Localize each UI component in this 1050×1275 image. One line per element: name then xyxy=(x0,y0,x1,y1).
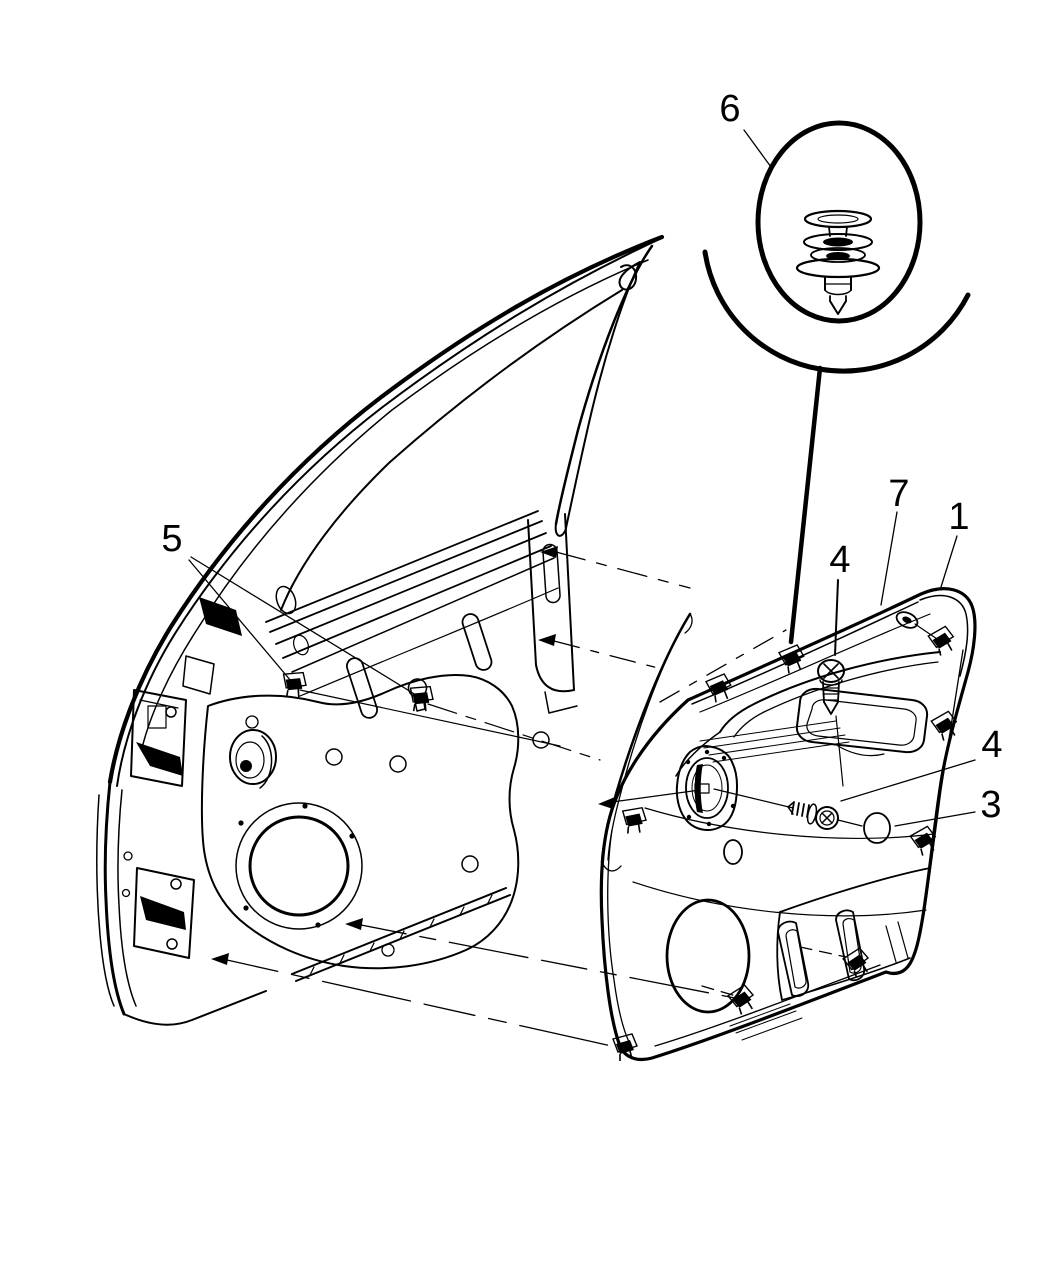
arrowhead xyxy=(540,546,558,558)
door-handle-bezel xyxy=(675,745,738,831)
panel-clip xyxy=(620,805,648,836)
door-panel-holes xyxy=(245,613,550,957)
door-hinge-upper xyxy=(130,689,187,787)
door-speaker-opening xyxy=(235,802,363,930)
leader-line-5b xyxy=(190,556,417,696)
arrowhead xyxy=(345,918,363,930)
arrowhead xyxy=(211,953,229,965)
window-frame xyxy=(107,234,665,787)
mirror-flag-reinforcement xyxy=(182,585,310,695)
small-hole xyxy=(723,839,743,865)
callout-6: 6 xyxy=(719,88,740,130)
leader-line-5a xyxy=(188,559,292,682)
detail-circle xyxy=(755,120,923,324)
leader-line-3 xyxy=(894,811,976,827)
door-hinge-lower xyxy=(133,867,195,959)
door-trim-panel-drawing xyxy=(599,587,977,1062)
callout-4-upper: 4 xyxy=(829,539,850,581)
screw-upper xyxy=(817,659,845,715)
push-pin-retainer-detail xyxy=(795,209,881,315)
panel-speaker-circle xyxy=(665,898,751,1014)
door-shell-drawing xyxy=(96,234,665,1026)
leader-line-1 xyxy=(940,535,958,588)
sail-trim-piece xyxy=(600,612,693,872)
leader-line-6 xyxy=(743,129,772,168)
door-rear-edge-strip xyxy=(527,513,578,714)
detail-pointer-line xyxy=(788,365,823,645)
callout-3: 3 xyxy=(980,784,1001,826)
door-bottom-flange xyxy=(291,887,511,982)
beltline-hatching xyxy=(265,510,559,697)
callout-7: 7 xyxy=(888,473,909,515)
inner-panel-opening xyxy=(200,673,520,970)
screw-side xyxy=(787,801,839,830)
arrowhead xyxy=(598,797,615,809)
callouts: 6 5 7 1 4 4 3 xyxy=(161,88,1003,827)
arrowhead xyxy=(538,634,556,646)
armrest-pull-cup xyxy=(675,651,941,777)
detail-bubble xyxy=(702,120,971,645)
callout-4-side: 4 xyxy=(981,724,1002,766)
door-front-edge xyxy=(96,780,267,1026)
leader-line-4-side xyxy=(840,759,976,802)
callout-5: 5 xyxy=(161,518,182,560)
leader-line-4-upper xyxy=(834,579,839,656)
door-handle-mechanism xyxy=(229,729,277,789)
trim-panel-outline xyxy=(599,587,977,1062)
panel-clip xyxy=(840,945,874,981)
leader-line-7 xyxy=(880,511,898,606)
snap-plug xyxy=(863,812,891,844)
callout-1: 1 xyxy=(948,496,969,538)
clip-grommet xyxy=(895,611,919,629)
retainer-clips xyxy=(278,624,961,1062)
